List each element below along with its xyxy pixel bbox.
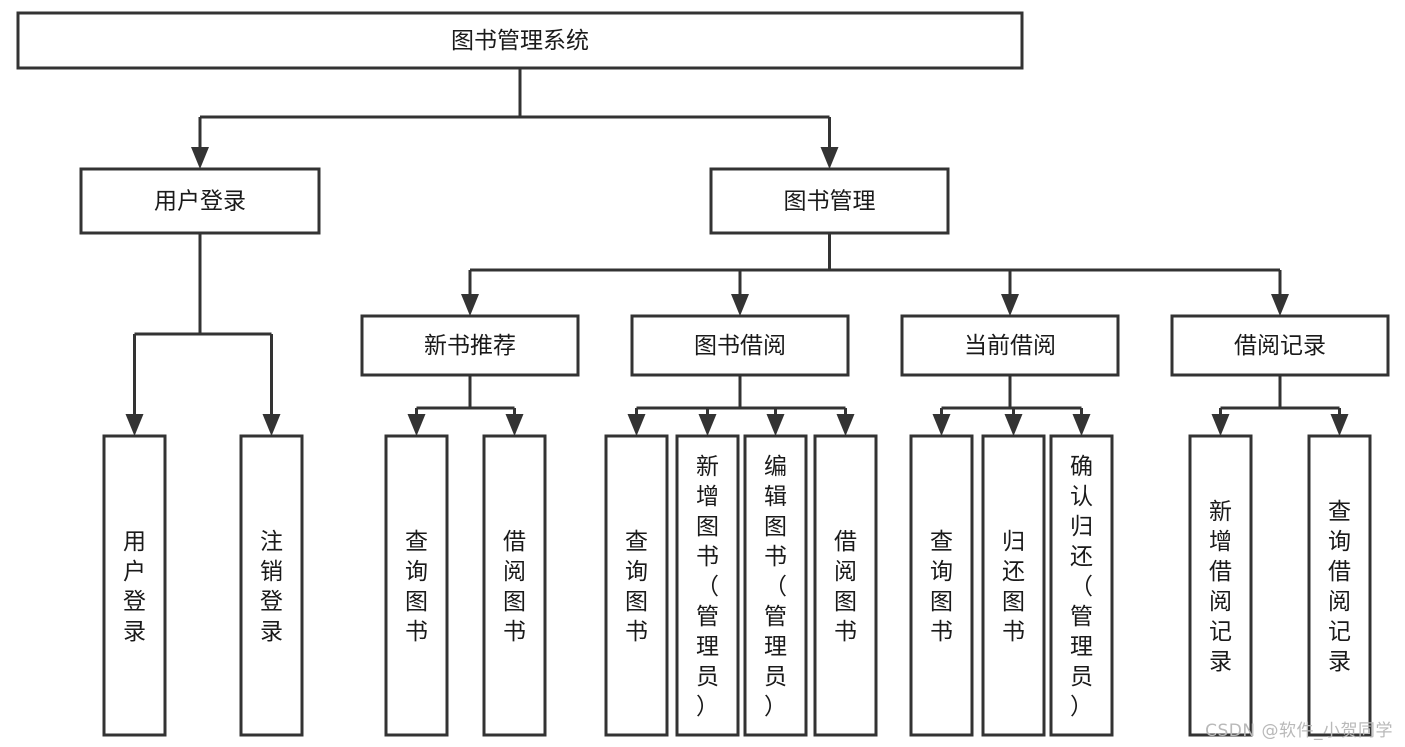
node-box <box>813 434 878 737</box>
node-box <box>79 167 321 235</box>
node-label: 新增图书（管理员） <box>696 454 719 720</box>
node-box <box>900 314 1120 377</box>
node-label: 查询图书 <box>625 529 648 645</box>
node-box <box>909 434 974 737</box>
arrow-head-icon <box>731 294 749 316</box>
node-label: 确认归还（管理员） <box>1070 454 1093 720</box>
node-root[interactable]: 图书管理系统 <box>16 11 1024 70</box>
node-leaf-borrow-book-1[interactable]: 借阅图书 <box>482 434 547 737</box>
node-leaf-query-book-1[interactable]: 查询图书 <box>384 434 449 737</box>
node-leaf-query-record[interactable]: 查询借阅记录 <box>1307 434 1372 737</box>
node-box <box>675 434 740 737</box>
arrow-head-icon <box>262 414 281 436</box>
node-box <box>360 314 580 377</box>
node-leaf-query-book-2[interactable]: 查询图书 <box>604 434 669 737</box>
node-label: 查询借阅记录 <box>1328 499 1351 675</box>
node-box <box>482 434 547 737</box>
node-label: 编辑图书（管理员） <box>764 454 787 720</box>
node-box <box>709 167 950 235</box>
watermark-text: CSDN @软件_小贺同学 <box>1205 721 1393 741</box>
node-leaf-edit-book[interactable]: 编辑图书（管理员） <box>743 434 808 737</box>
arrow-head-icon <box>820 147 839 169</box>
node-box <box>743 434 808 737</box>
node-label: 归还图书 <box>1002 529 1025 645</box>
arrow-head-icon <box>505 414 524 436</box>
arrow-head-icon <box>1271 294 1289 316</box>
node-label: 查询图书 <box>930 529 953 645</box>
arrow-head-icon <box>1072 414 1091 436</box>
node-label: 图书管理系统 <box>451 28 589 54</box>
node-box <box>1307 434 1372 737</box>
node-label: 用户登录 <box>123 529 146 645</box>
arrow-head-icon <box>407 414 426 436</box>
arrow-head-icon <box>461 294 479 316</box>
node-book-borrow[interactable]: 图书借阅 <box>630 314 850 377</box>
arrow-head-icon <box>627 414 646 436</box>
node-box <box>981 434 1046 737</box>
node-label: 图书管理 <box>784 189 876 215</box>
arrow-head-icon <box>836 414 855 436</box>
arrow-head-icon <box>1004 414 1023 436</box>
node-borrow-record[interactable]: 借阅记录 <box>1170 314 1390 377</box>
arrow-head-icon <box>766 414 785 436</box>
node-new-book-recommend[interactable]: 新书推荐 <box>360 314 580 377</box>
node-leaf-user-logout[interactable]: 注销登录 <box>239 434 304 737</box>
arrow-head-icon <box>1330 414 1349 436</box>
node-box <box>1170 314 1390 377</box>
node-box <box>1188 434 1253 737</box>
node-label: 用户登录 <box>154 189 246 215</box>
node-label: 借阅记录 <box>1234 333 1326 359</box>
node-book-manage[interactable]: 图书管理 <box>709 167 950 235</box>
node-label: 新增借阅记录 <box>1209 499 1232 675</box>
node-box <box>1049 434 1114 737</box>
connector-layer <box>125 68 1349 436</box>
node-label: 借阅图书 <box>503 529 526 645</box>
node-layer: 图书管理系统用户登录图书管理新书推荐图书借阅当前借阅借阅记录用户登录注销登录查询… <box>16 11 1390 737</box>
arrow-head-icon <box>698 414 717 436</box>
node-leaf-return-book[interactable]: 归还图书 <box>981 434 1046 737</box>
node-box <box>16 11 1024 70</box>
node-leaf-borrow-book-2[interactable]: 借阅图书 <box>813 434 878 737</box>
node-leaf-add-record[interactable]: 新增借阅记录 <box>1188 434 1253 737</box>
node-label: 新书推荐 <box>424 333 516 359</box>
node-box <box>630 314 850 377</box>
node-current-borrow[interactable]: 当前借阅 <box>900 314 1120 377</box>
arrow-head-icon <box>191 147 209 169</box>
node-leaf-add-book[interactable]: 新增图书（管理员） <box>675 434 740 737</box>
node-leaf-user-login[interactable]: 用户登录 <box>102 434 167 737</box>
node-leaf-confirm-return[interactable]: 确认归还（管理员） <box>1049 434 1114 737</box>
arrow-head-icon <box>125 414 144 436</box>
node-leaf-query-book-3[interactable]: 查询图书 <box>909 434 974 737</box>
node-box <box>102 434 167 737</box>
arrow-head-icon <box>1001 294 1019 316</box>
node-user-login[interactable]: 用户登录 <box>79 167 321 235</box>
arrow-head-icon <box>932 414 951 436</box>
node-label: 借阅图书 <box>834 529 857 645</box>
node-box <box>604 434 669 737</box>
arrow-head-icon <box>1211 414 1230 436</box>
node-label: 当前借阅 <box>964 333 1056 359</box>
node-box <box>384 434 449 737</box>
node-label: 查询图书 <box>405 529 428 645</box>
node-box <box>239 434 304 737</box>
node-label: 图书借阅 <box>694 333 786 359</box>
node-label: 注销登录 <box>260 529 283 645</box>
